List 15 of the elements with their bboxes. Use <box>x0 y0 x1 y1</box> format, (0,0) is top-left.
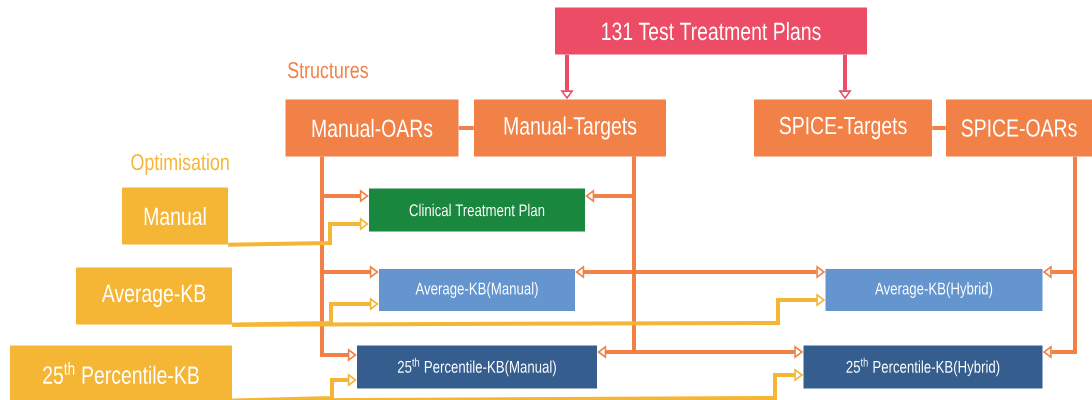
plan-box: Average-KB(Hybrid) <box>825 269 1043 311</box>
structure-box: SPICE-Targets <box>754 99 932 157</box>
structure-box: Manual-OARs <box>285 99 459 157</box>
plan-box: Clinical Treatment Plan <box>369 188 585 232</box>
plan-box: 25$^{th}$ Percentile-KB(Manual) <box>357 345 597 389</box>
optimisation-box: 25$^{th}$ Percentile-KB <box>10 345 232 400</box>
plan-box: 25$^{th}$ Percentile-KB(Hybrid) <box>803 345 1043 389</box>
title-box: 131 Test Treatment Plans <box>555 7 867 55</box>
arrow <box>228 217 369 247</box>
plan-box: Average-KB(Manual) <box>379 269 575 311</box>
structure-box: Manual-Targets <box>474 99 666 157</box>
heading: Optimisation <box>131 153 229 175</box>
optimisation-box: Manual <box>122 187 228 245</box>
optimisation-box: Average-KB <box>76 267 232 325</box>
structure-box: SPICE-OARs <box>946 99 1092 157</box>
